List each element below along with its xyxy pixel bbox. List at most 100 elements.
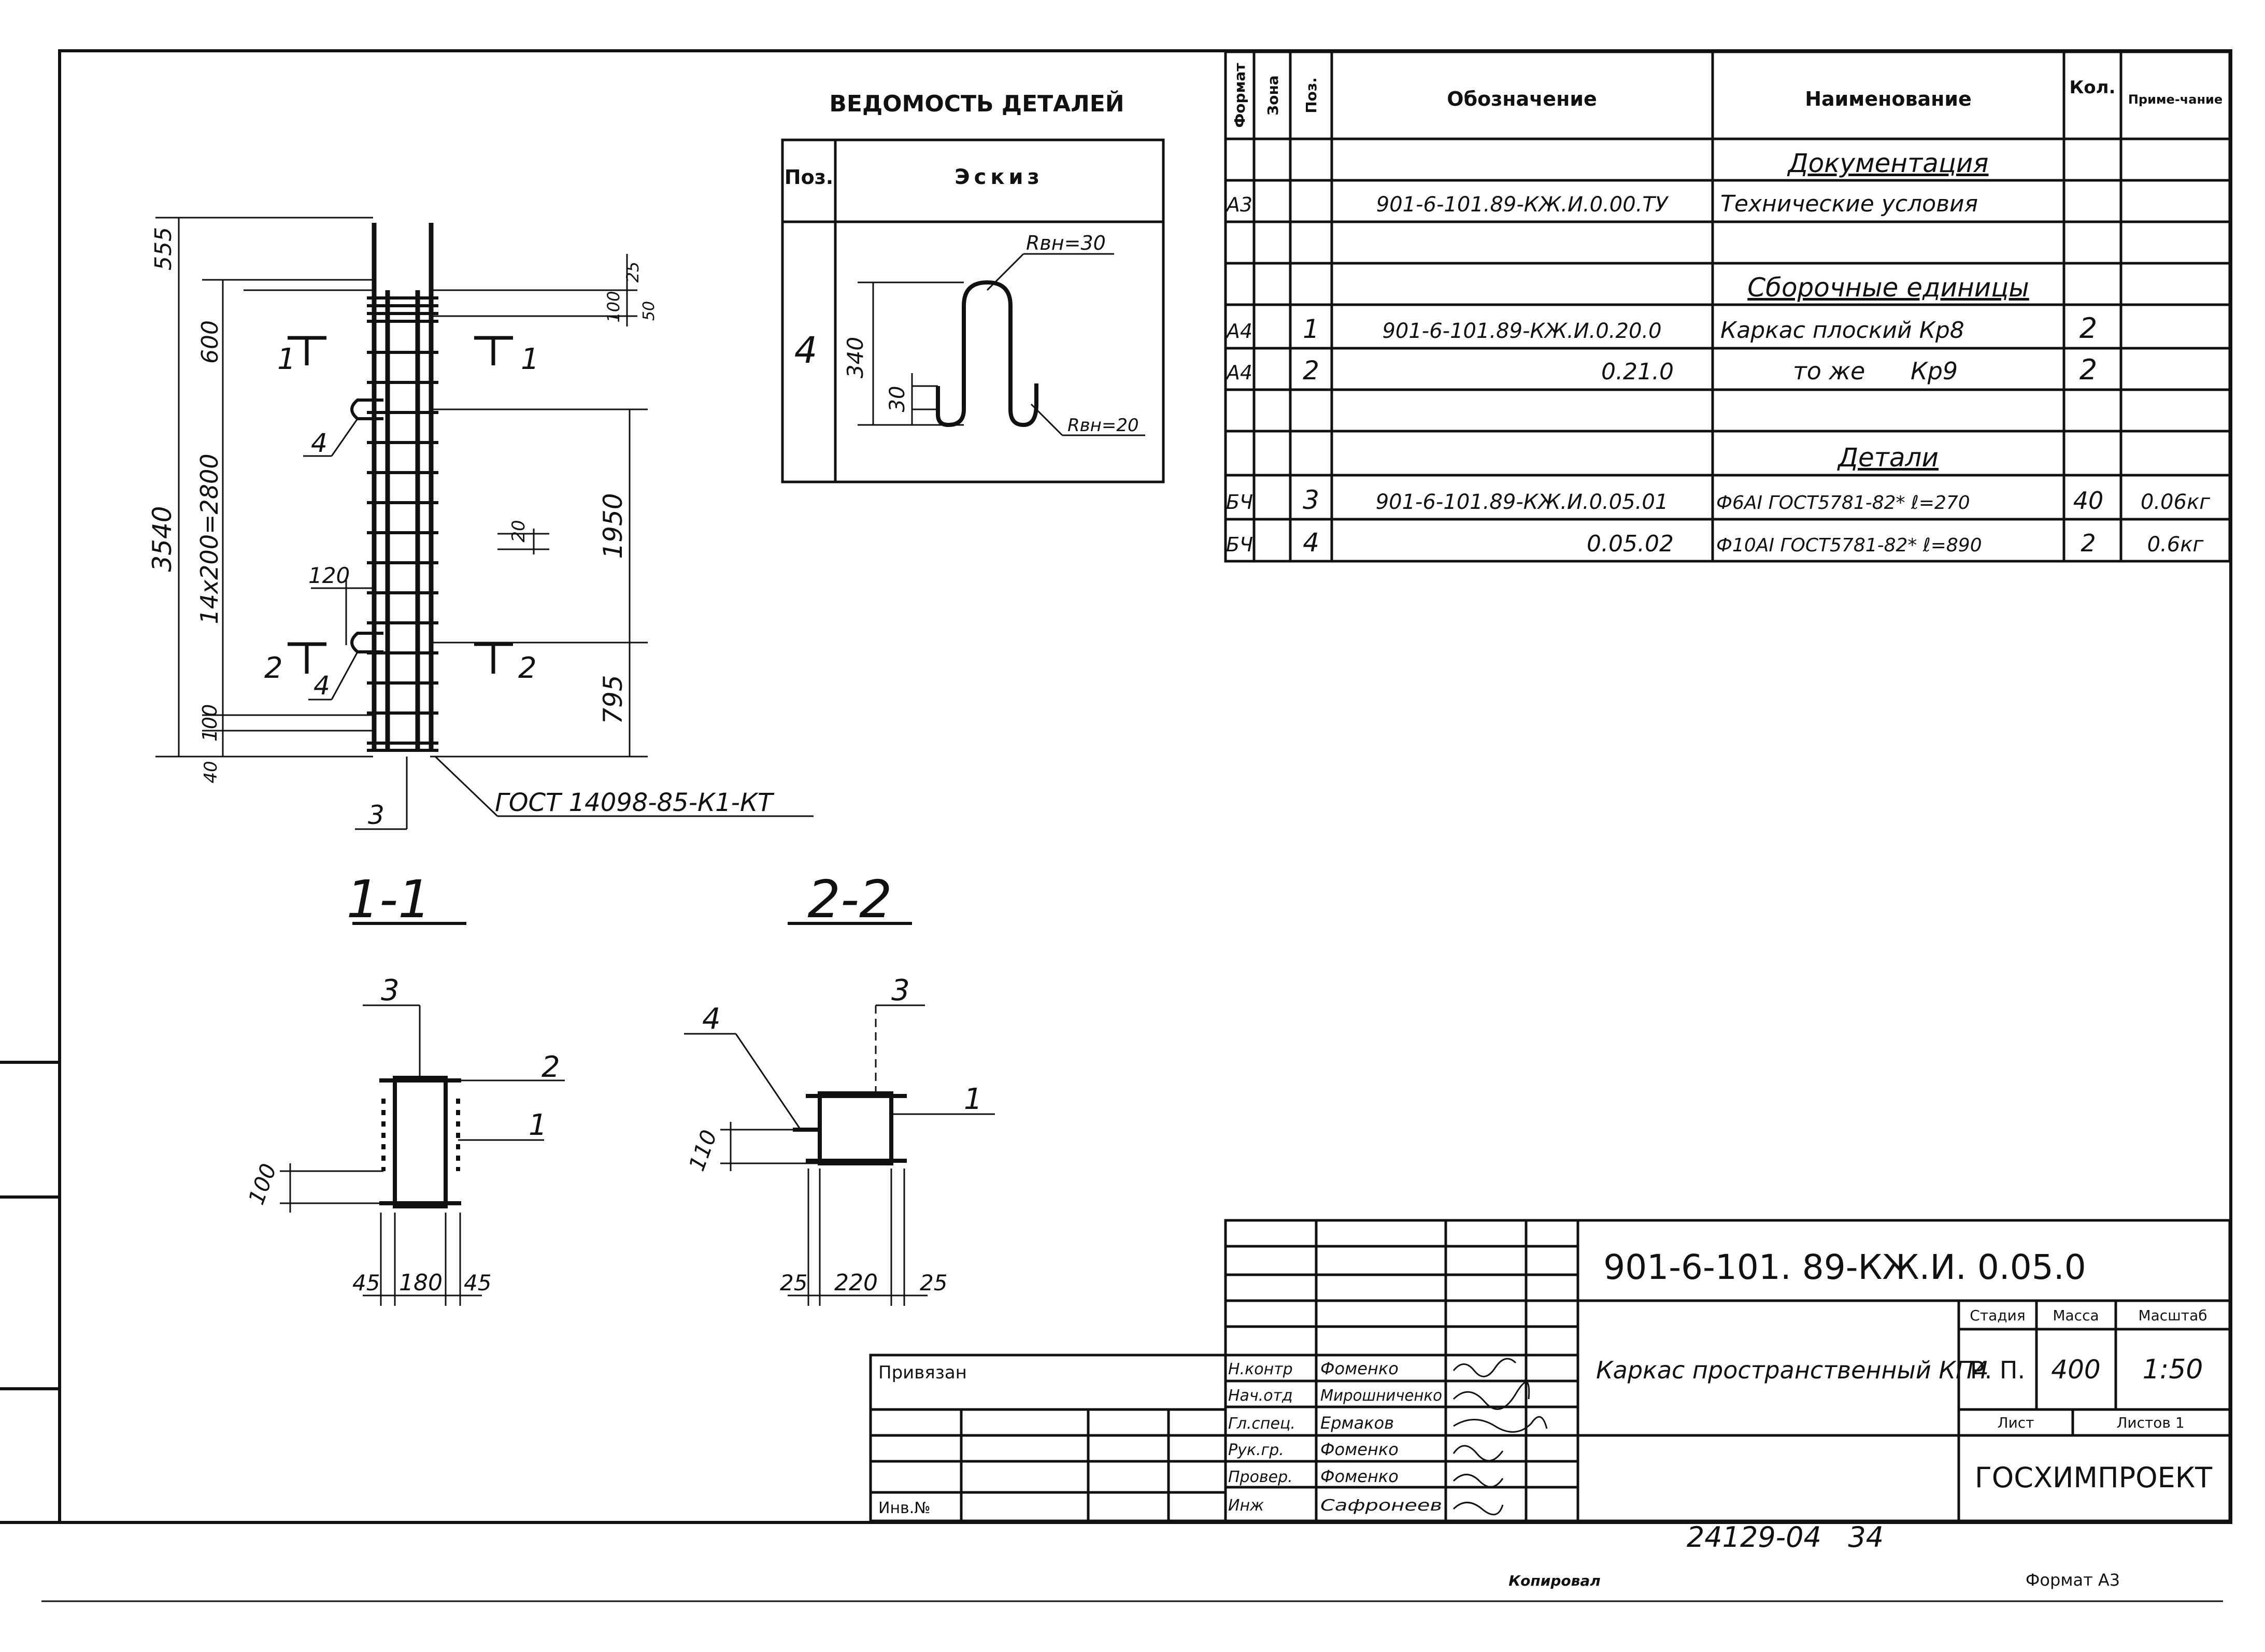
role-2: Нач.отд [1228, 1387, 1293, 1405]
sketch-radius-top: Rвн=30 [1026, 232, 1106, 254]
elev-dim-555: 555 [150, 227, 177, 270]
spec-row-4-pos: 3 [1303, 485, 1319, 515]
spec-row-5-qty: 2 [2081, 529, 2096, 557]
mass-value: 400 [2051, 1355, 2100, 1385]
weld-note: ГОСТ 14098-85-К1-КТ [495, 788, 775, 817]
organization-name: ГОСХИМПРОЕКТ [1975, 1461, 2213, 1494]
sec11-pos-3: 3 [381, 974, 400, 1007]
sec11-dim-180: 180 [399, 1270, 443, 1296]
elev-dim-795: 795 [598, 675, 628, 724]
spec-row-2-format: А4 [1225, 320, 1252, 343]
elev-pos-4-top: 4 [311, 428, 327, 458]
sec22-pos-1: 1 [964, 1083, 982, 1116]
name-6: Сафронеев [1320, 1497, 1442, 1515]
spec-row-2-designation: 901-6-101.89-КЖ.И.0.20.0 [1382, 319, 1661, 343]
inventory-number-label: Инв.№ [878, 1499, 930, 1517]
copied-label: Копировал [1508, 1572, 1601, 1589]
scale-label: Масштаб [2138, 1307, 2207, 1324]
spec-header-name: Наименование [1805, 88, 1972, 110]
spec-row-3-format: А4 [1225, 361, 1252, 384]
section-2-2: 2-2 4 3 1 110 25 220 25 [684, 869, 995, 1306]
role-4: Рук.гр. [1228, 1441, 1284, 1459]
title-name-line: Каркас пространственный КП4 [1596, 1356, 1989, 1384]
title-code: 901-6-101. 89-КЖ.И. 0.05.0 [1603, 1247, 2086, 1287]
sheet-label: Лист [1998, 1414, 2034, 1431]
elev-dim-25: 25 [623, 262, 643, 283]
mass-label: Масса [2053, 1307, 2099, 1324]
elev-dim-1950: 1950 [598, 493, 628, 559]
spec-row-5-designation: 0.05.02 [1587, 531, 1674, 557]
name-3: Ермаков [1320, 1413, 1394, 1433]
elev-dim-3540: 3540 [147, 506, 177, 572]
title-block: 901-6-101. 89-КЖ.И. 0.05.0 Каркас простр… [869, 1219, 2231, 1522]
role-3: Гл.спец. [1228, 1415, 1295, 1433]
sec11-pos-1: 1 [529, 1108, 547, 1142]
sketch-dim-340: 340 [843, 337, 868, 378]
signature-scribbles [1452, 1358, 1548, 1516]
name-5: Фоменко [1320, 1466, 1399, 1486]
spec-row-1-format: А3 [1225, 193, 1252, 216]
spec-section-parts: Детали [1837, 443, 1939, 473]
elev-dim-40: 40 [201, 761, 221, 783]
signatories: Н.контр Нач.отд Гл.спец. Рук.гр. Провер.… [1228, 1359, 1442, 1515]
sec22-pos-3: 3 [891, 974, 910, 1007]
role-1: Н.контр [1228, 1360, 1293, 1378]
spec-row-5-note: 0.6кг [2147, 533, 2204, 557]
elev-dim-120: 120 [308, 563, 350, 588]
spec-row-4-note: 0.06кг [2141, 490, 2211, 514]
spec-row-3-pos: 2 [1303, 355, 1319, 386]
sec22-dim-25b: 25 [920, 1270, 947, 1295]
sec11-dim-45b: 45 [464, 1270, 491, 1295]
elev-pos-4-bottom: 4 [314, 671, 330, 701]
archive-number: 24129-04 34 [1687, 1521, 1884, 1554]
stirrup-bars [367, 296, 438, 752]
cut-label-1-left: 1 [277, 343, 296, 376]
stage-label: Стадия [1970, 1307, 2025, 1324]
elev-dim-20: 20 [508, 520, 529, 542]
name-1: Фоменко [1320, 1359, 1399, 1378]
cut-label-2-right: 2 [518, 651, 537, 685]
spec-row-5-format: БЧ [1226, 533, 1253, 556]
sec22-dim-220: 220 [834, 1270, 878, 1296]
section-1-1: 1-1 3 2 1 100 45 180 45 [244, 869, 565, 1306]
section-2-2-title: 2-2 [807, 869, 892, 930]
privyazan-label: Привязан [878, 1362, 967, 1383]
schedule-col-pos: Поз. [785, 166, 833, 189]
schedule-col-sketch: Эскиз [955, 165, 1043, 189]
spec-row-1-designation: 901-6-101.89-КЖ.И.0.00.ТУ [1376, 193, 1669, 217]
cage-elevation: 555 600 3540 14х200=2800 100 40 1950 795… [147, 217, 814, 830]
sec11-dim-45a: 45 [352, 1270, 380, 1295]
spec-row-5-name: Ф10АI ГОСТ5781-82* ℓ=890 [1716, 535, 1982, 556]
role-5: Провер. [1228, 1468, 1293, 1486]
elev-pos-3: 3 [368, 800, 384, 830]
sheet-frame [58, 49, 2232, 1524]
spec-row-2-pos: 1 [1303, 314, 1319, 344]
sec22-pos-4: 4 [702, 1002, 721, 1036]
cut-label-1-right: 1 [521, 343, 539, 376]
sec11-dim-100: 100 [244, 1160, 281, 1208]
role-6: Инж [1228, 1497, 1264, 1515]
hairpin-sketch [936, 280, 1038, 428]
sketch-radius-bottom: Rвн=20 [1067, 415, 1139, 436]
spec-header-pos: Поз. [1303, 77, 1320, 113]
sheets-label: Листов 1 [2116, 1414, 2184, 1431]
elev-dim-pitch: 14х200=2800 [195, 453, 223, 624]
spec-header-zone: Зона [1264, 75, 1281, 115]
spec-row-4-name: Ф6АI ГОСТ5781-82* ℓ=270 [1716, 492, 1970, 514]
spec-header-qty: Кол. [2070, 77, 2116, 98]
spec-row-3-qty: 2 [2079, 353, 2097, 386]
format-label: Формат А3 [2026, 1570, 2120, 1590]
schedule-title: ВЕДОМОСТЬ ДЕТАЛЕЙ [829, 90, 1124, 117]
specification-table: Формат Зона Поз. Обозначение Наименовани… [1224, 50, 2231, 563]
sec22-dim-110: 110 [684, 1127, 722, 1174]
spec-row-5-pos: 4 [1303, 528, 1319, 558]
spec-row-4-qty: 40 [2073, 487, 2104, 515]
scale-value: 1:50 [2143, 1354, 2203, 1385]
elev-dim-100b: 100 [604, 291, 623, 322]
spec-row-1-name: Технические условия [1720, 191, 1978, 217]
spec-section-assemblies: Сборочные единицы [1747, 273, 2029, 303]
sec22-dim-25a: 25 [780, 1270, 807, 1295]
cut-label-2-left: 2 [264, 651, 283, 685]
spec-row-2-name: Каркас плоский Кр8 [1720, 317, 1964, 344]
